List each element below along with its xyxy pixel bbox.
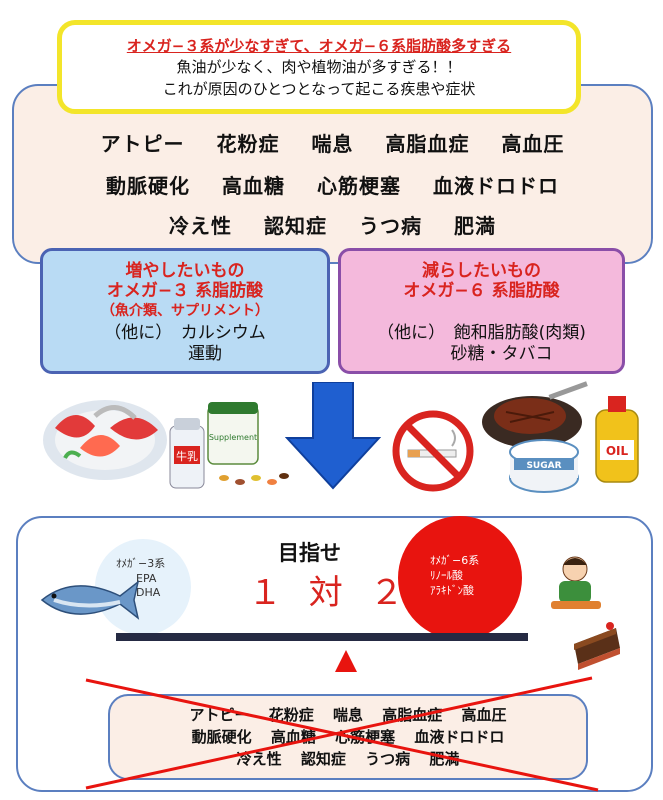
- headline-text: オメガ−３系が少なすぎて、オメガ−６系脂肪酸多すぎる: [126, 37, 512, 55]
- oil-label: OIL: [606, 444, 629, 458]
- crossed-item: うつ病: [365, 750, 411, 768]
- crossed-item: 高血糖: [270, 728, 316, 746]
- crossed-item: 花粉症: [268, 706, 314, 724]
- milk-label: 牛乳: [176, 449, 198, 463]
- omega3-dha: DHA: [136, 586, 161, 599]
- disease-item: アトピー: [100, 132, 185, 156]
- omega3-label: ｵﾒｶﾞ−3系: [116, 557, 166, 570]
- cake-icon: [574, 622, 620, 670]
- disease-item: 花粉症: [216, 132, 280, 156]
- increase-exercise: 運動: [188, 344, 222, 364]
- omega3-circle: [95, 539, 191, 635]
- eating-child-icon: [551, 556, 601, 609]
- disease-item: 冷え性: [169, 214, 233, 238]
- crossed-item: 高血圧: [461, 706, 507, 724]
- headline-subline-2: これが原因のひとつとなって起こる疾患や症状: [162, 80, 476, 98]
- disease-item: 高脂血症: [385, 132, 470, 156]
- disease-row-1: アトピー 花粉症 喘息 高脂血症 高血圧: [14, 128, 651, 157]
- down-arrow-icon: [285, 382, 381, 490]
- omega3-epa: EPA: [136, 572, 157, 585]
- crossed-item: 血液ドロドロ: [414, 728, 505, 746]
- crossed-disease-box: アトピー 花粉症 喘息 高脂血症 高血圧 動脈硬化 高血糖 心筋梗塞 血液ドロド…: [108, 694, 588, 780]
- supplement-milk-icon: 牛乳 Supplement: [169, 402, 289, 489]
- decrease-box: 減らしたいもの オメガ−６ 系脂肪酸 （他に） 飽和脂肪酸(肉類) 砂糖・タバコ: [338, 248, 625, 374]
- disease-item: 高血圧: [501, 132, 565, 156]
- disease-row-3: 冷え性 認知症 うつ病 肥満: [14, 210, 651, 239]
- crossed-row-2: 動脈硬化 高血糖 心筋梗塞 血液ドロドロ: [110, 728, 586, 746]
- disease-item: うつ病: [358, 214, 422, 238]
- increase-sources: （魚介類、サプリメント）: [101, 303, 269, 319]
- disease-list-box: アトピー 花粉症 喘息 高脂血症 高血圧 動脈硬化 高血糖 心筋梗塞 血液ドロド…: [12, 84, 653, 264]
- omega6-arachidonic: ｱﾗｷﾄﾞﾝ酸: [430, 584, 474, 597]
- sugar-label: SUGAR: [526, 461, 561, 471]
- steak-sugar-oil-icon: SUGAR OIL: [482, 381, 639, 493]
- disease-item: 認知症: [264, 214, 328, 238]
- supplement-label: Supplement: [209, 433, 257, 442]
- headline-callout: オメガ−３系が少なすぎて、オメガ−６系脂肪酸多すぎる 魚油が少なく、肉や植物油が…: [57, 20, 581, 114]
- crossed-row-3: 冷え性 認知症 うつ病 肥満: [110, 750, 586, 768]
- decrease-title: 減らしたいもの: [422, 261, 541, 281]
- target-title: 目指せ: [278, 541, 341, 565]
- ratio-text: １ 対 ２: [248, 573, 412, 613]
- increase-omega3: オメガ−３ 系脂肪酸: [106, 281, 264, 301]
- disease-item: 肥満: [453, 214, 496, 238]
- crossed-item: 動脈硬化: [191, 728, 252, 746]
- disease-item: 喘息: [311, 132, 354, 156]
- crossed-item: 認知症: [300, 750, 346, 768]
- decrease-sugar-tobacco: 砂糖・タバコ: [450, 344, 553, 364]
- crossed-item: 高脂血症: [382, 706, 443, 724]
- decrease-omega6: オメガ−６ 系脂肪酸: [403, 281, 560, 301]
- omega6-label: ｵﾒｶﾞ−6系: [430, 554, 480, 567]
- balance-beam: [116, 633, 528, 641]
- crossed-row-1: アトピー 花粉症 喘息 高脂血症 高血圧: [110, 706, 586, 724]
- disease-item: 血液ドロドロ: [432, 174, 559, 198]
- headline-subline-1: 魚油が少なく、肉や植物油が多すぎる！！: [176, 58, 462, 76]
- fish-icon: [40, 580, 140, 620]
- crossed-item: アトピー: [189, 706, 250, 724]
- increase-other: （他に） カルシウム: [104, 323, 266, 343]
- increase-title: 増やしたいもの: [125, 261, 245, 281]
- crossed-item: 肥満: [429, 750, 460, 768]
- disease-item: 動脈硬化: [106, 174, 191, 198]
- balance-fulcrum: [335, 650, 357, 672]
- crossed-item: 心筋梗塞: [335, 728, 396, 746]
- omega6-linoleic: ﾘﾉｰﾙ酸: [430, 569, 463, 582]
- sashimi-icon: [43, 400, 167, 480]
- disease-row-2: 動脈硬化 高血糖 心筋梗塞 血液ドロドロ: [14, 170, 651, 199]
- crossed-item: 冷え性: [236, 750, 282, 768]
- no-smoking-icon: [392, 410, 474, 492]
- increase-box: 増やしたいもの オメガ−３ 系脂肪酸 （魚介類、サプリメント） （他に） カルシ…: [40, 248, 330, 374]
- decrease-other: （他に） 飽和脂肪酸(肉類): [377, 323, 586, 343]
- omega6-circle: [398, 516, 522, 640]
- crossed-item: 喘息: [332, 706, 363, 724]
- disease-item: 心筋梗塞: [316, 174, 401, 198]
- disease-item: 高血糖: [222, 174, 286, 198]
